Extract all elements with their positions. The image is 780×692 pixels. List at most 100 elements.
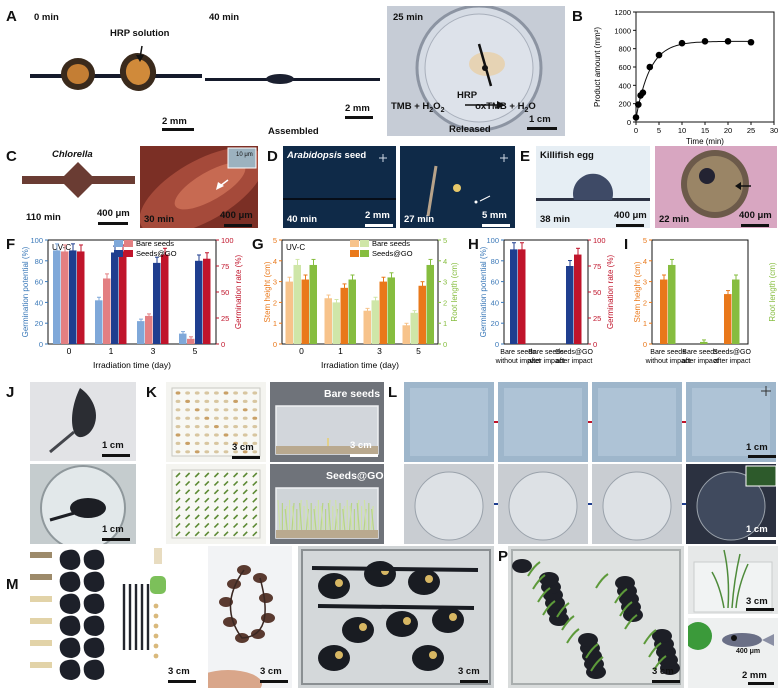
legend-label: Seeds@GO — [136, 249, 177, 258]
seedling — [556, 602, 570, 618]
scale-label: 400 μm — [739, 210, 772, 221]
y-axis-label: Germination potential (%) — [479, 246, 488, 337]
fit-curve — [635, 40, 751, 119]
bar — [340, 287, 348, 344]
species-label: Chlorella — [52, 149, 93, 160]
panel-label-c: C — [6, 148, 17, 165]
y-right-tick-label: 0 — [443, 340, 447, 349]
scale-bar — [168, 680, 196, 683]
x-tick-label: 15 — [701, 126, 709, 135]
seed-film — [386, 611, 418, 637]
scale-label: 3 cm — [652, 666, 674, 677]
hrp-label: HRP — [457, 90, 478, 101]
x-tick-label: Bare seeds — [682, 349, 718, 356]
x-tick-label: Seeds@GO — [555, 349, 593, 356]
scale-label: 2 mm — [742, 670, 767, 681]
grass-box-drawing — [688, 546, 778, 614]
legend-label: Seeds@GO — [372, 249, 413, 258]
y-tick-label: 0 — [39, 340, 43, 349]
bar — [668, 264, 676, 344]
fiber — [311, 566, 479, 610]
y-tick-label: 3 — [643, 278, 647, 287]
panel-k-photo-3: Bare seeds 3 cm — [270, 382, 384, 462]
time-label: 110 min — [26, 212, 61, 223]
bar — [732, 279, 740, 344]
panel-l-sequence-bottom: 1 cm — [404, 464, 780, 544]
panel-a-photo-3: 25 min HRP TMB + H2O2 oxTMB + H2O Releas… — [387, 6, 565, 136]
y-right-tick-label: 25 — [221, 314, 229, 323]
y-right-tick-label: 1 — [443, 319, 447, 328]
legend-label: Bare seeds — [372, 239, 410, 248]
panel-c-photo-2: 10 μm 30 min 400 μm — [140, 146, 258, 228]
x-tick-label: 30 — [770, 126, 778, 135]
scale-bar — [741, 224, 769, 227]
seed-necklace-drawing — [208, 546, 292, 688]
panel-label-b: B — [572, 8, 583, 25]
released-dish-drawing — [415, 6, 543, 132]
bar — [61, 251, 69, 344]
bar — [363, 310, 371, 344]
panel-label-l: L — [388, 384, 398, 401]
seed-film — [342, 617, 374, 643]
y-tick-label: 0 — [495, 340, 499, 349]
y-tick-label: 1200 — [614, 8, 631, 17]
panel-k-photo-2 — [166, 464, 266, 544]
legend-label: Bare seeds — [136, 239, 174, 248]
arabidopsis-fiber-drawing — [283, 146, 396, 228]
scale-bar — [748, 455, 776, 458]
bar — [103, 278, 111, 344]
panel-m-photo: 3 cm — [28, 546, 200, 688]
vial — [154, 548, 162, 564]
panel-d-photo-2: 27 min 5 mm — [400, 146, 515, 228]
bar — [660, 279, 668, 344]
y-tick-label: 0 — [627, 118, 631, 127]
time-label: 38 min — [540, 214, 571, 225]
seed-films-array-drawing — [30, 548, 166, 680]
bar — [153, 262, 161, 344]
bare-seeds-tray-drawing — [166, 382, 266, 462]
seed-film — [59, 637, 81, 658]
scale-bar — [746, 608, 774, 611]
seedling — [590, 656, 604, 672]
data-point — [747, 38, 755, 46]
seed-film — [83, 637, 105, 658]
bar — [145, 315, 153, 344]
seedling — [614, 588, 628, 604]
seed — [153, 623, 159, 629]
x-tick-label: 5 — [193, 346, 198, 356]
x-tick-label: after impact — [556, 358, 593, 365]
hrp-solution-label: HRP solution — [110, 28, 170, 39]
y-tick-label: 800 — [618, 45, 631, 54]
seedling — [542, 600, 556, 616]
seed-film — [578, 633, 598, 647]
panel-label-i: I — [624, 236, 629, 253]
seed — [335, 579, 343, 587]
y-axis-label: Germination potential (%) — [21, 246, 30, 337]
x-tick-label: 20 — [724, 126, 732, 135]
y-tick-label: 600 — [618, 63, 631, 72]
bar — [566, 266, 574, 344]
scale-bar — [350, 454, 378, 457]
seed-films-box-drawing — [301, 549, 491, 685]
bar — [187, 338, 195, 344]
y-tick-label: 20 — [35, 319, 43, 328]
panel-o-photo: 3 cm — [298, 546, 494, 688]
bar — [69, 250, 77, 344]
panel-a-photo-1: 0 min HRP solution — [30, 8, 202, 128]
hrp-capsule-drawing — [30, 45, 202, 91]
seedling-growth-sequence-bottom — [404, 464, 777, 544]
y-tick-label: 20 — [491, 319, 499, 328]
seed-film — [318, 573, 350, 599]
panel-l-sequence-top: 1 cm — [404, 382, 780, 462]
x-tick-label: after impact — [714, 358, 751, 365]
x-tick-label: 1 — [109, 346, 114, 356]
bare-seeds-box-drawing — [270, 382, 384, 462]
seedling — [624, 614, 638, 630]
seed-row — [30, 662, 52, 668]
y-axis-label: Product amount (mm²) — [593, 27, 602, 107]
seed-film — [83, 549, 105, 570]
scale-label: 3 cm — [260, 666, 282, 677]
